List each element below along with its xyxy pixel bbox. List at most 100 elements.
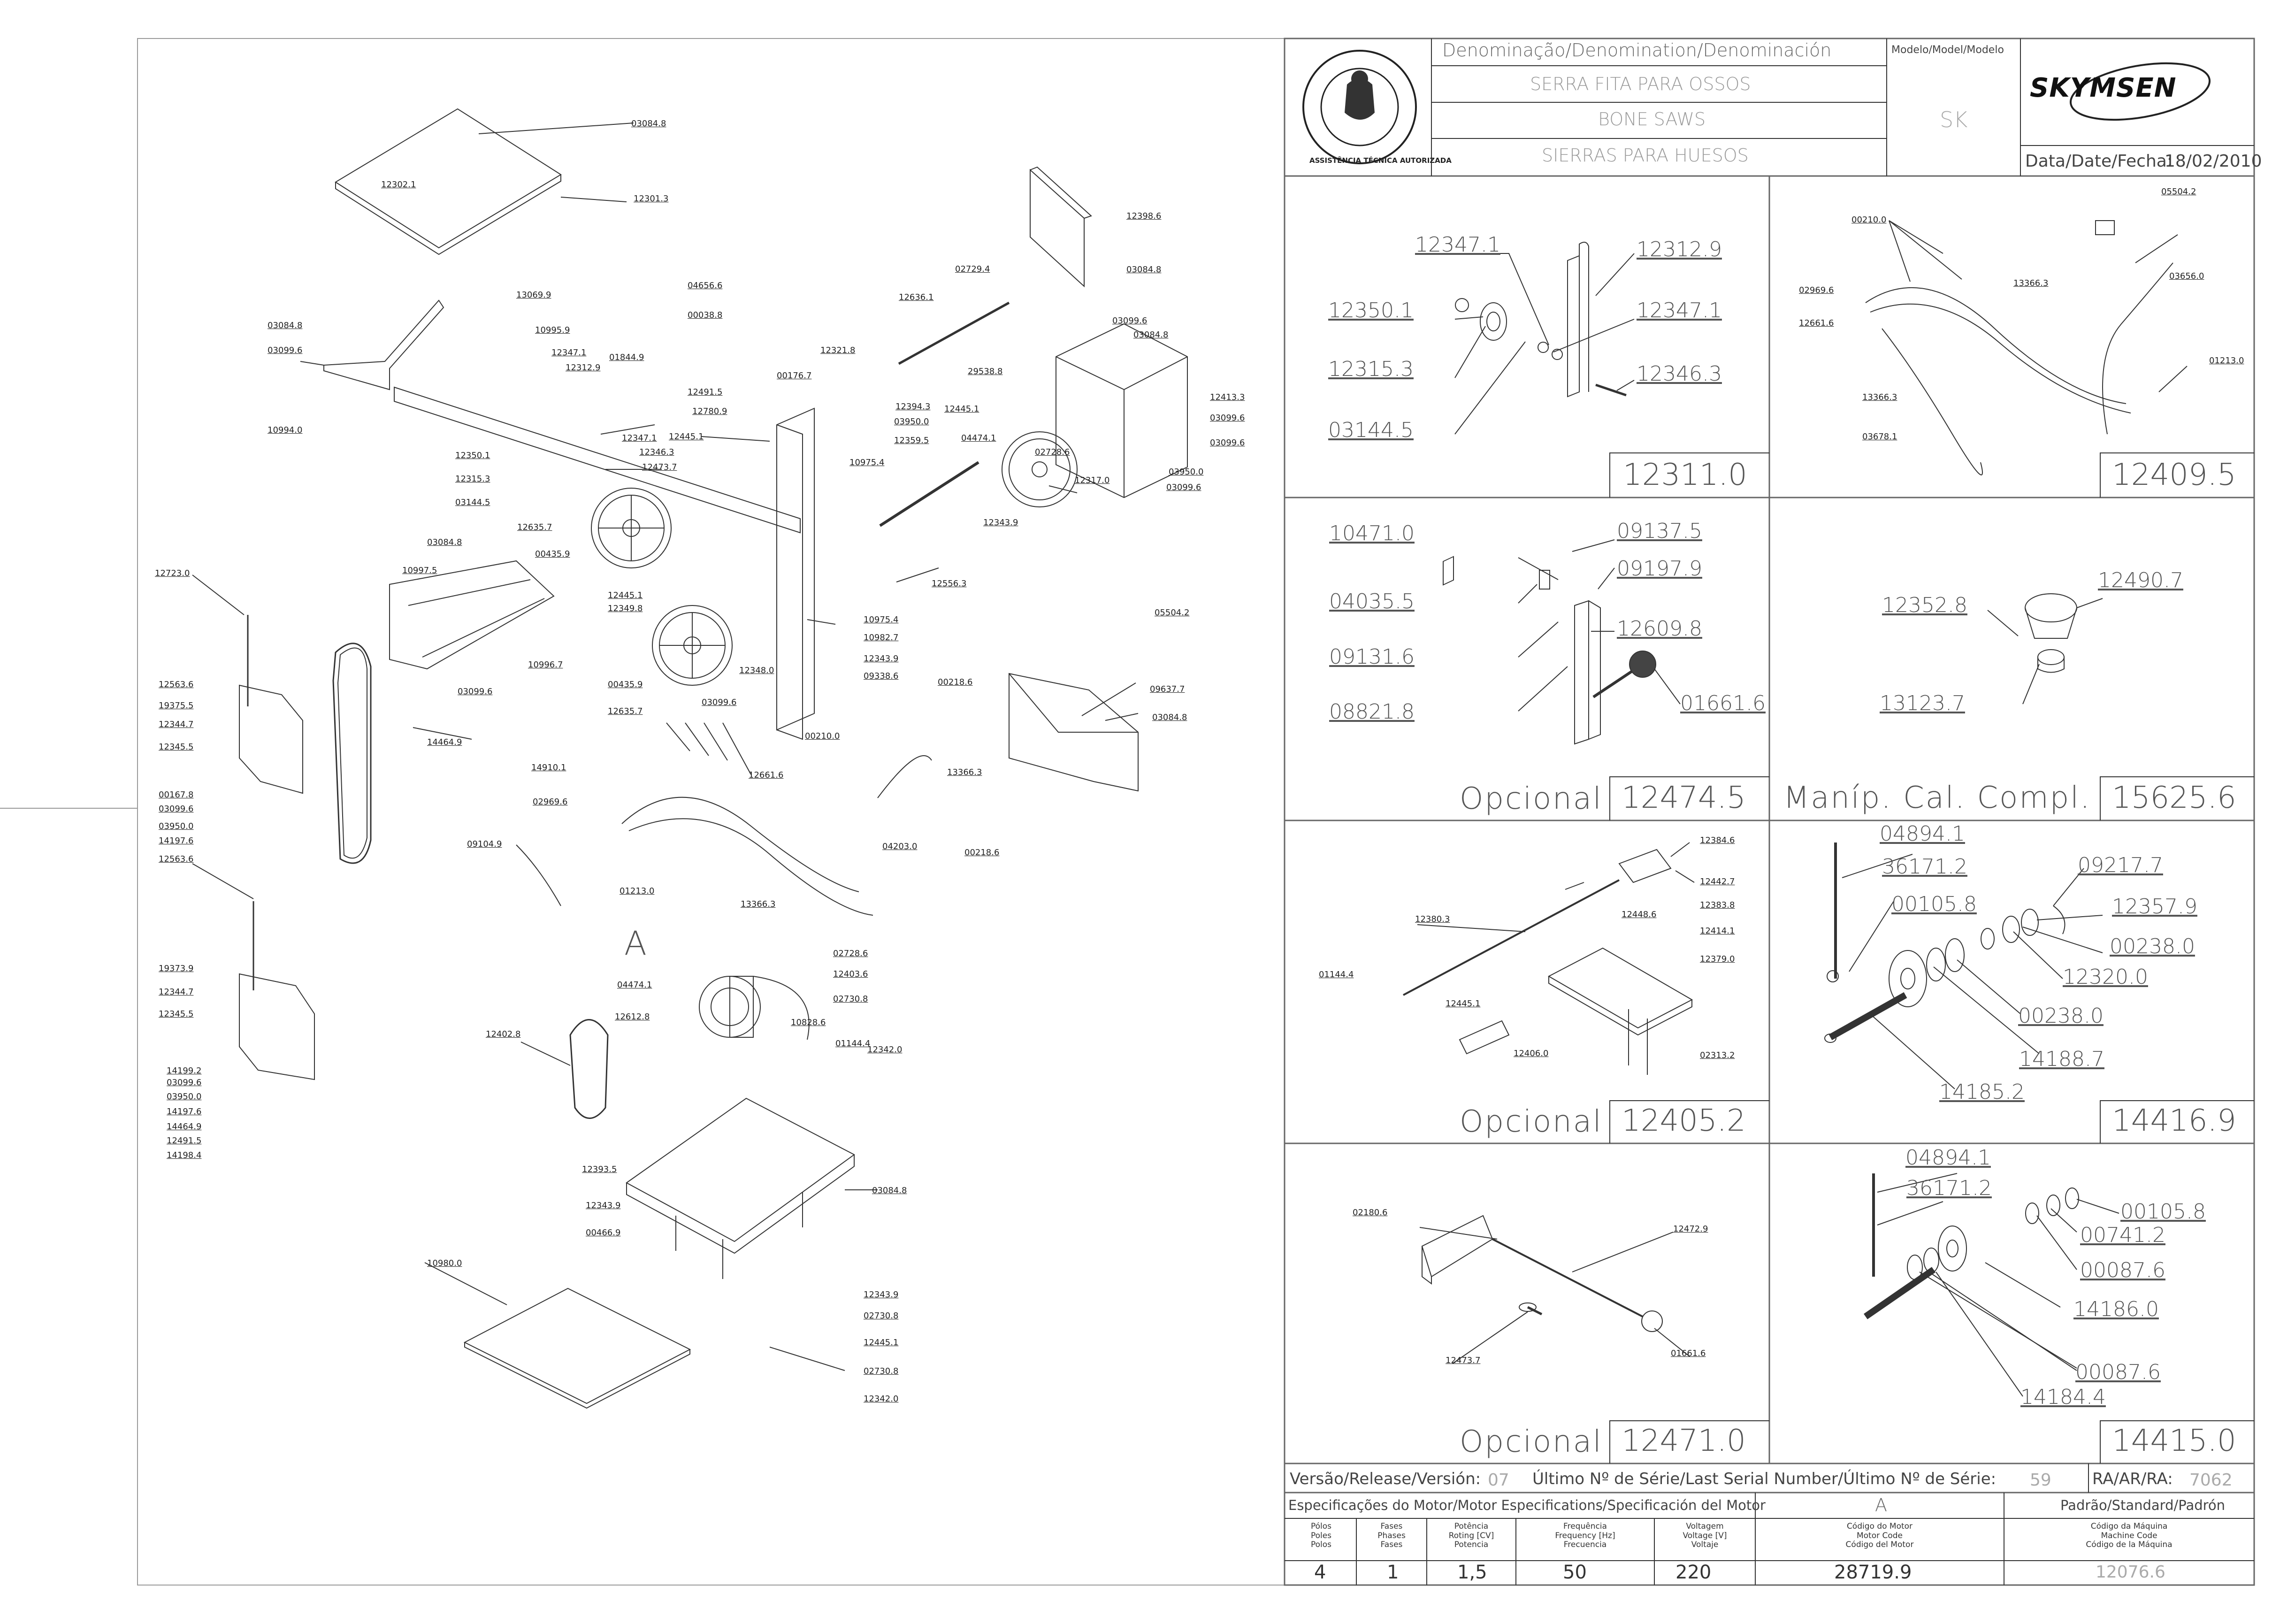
part-label: 12302.1 [381, 180, 416, 190]
part-label: 14197.6 [159, 836, 194, 846]
panel-part-label: 02313.2 [1700, 1050, 1735, 1060]
part-label: 03950.0 [894, 417, 929, 427]
part-label: 12612.8 [615, 1012, 650, 1022]
panel-part-label: 14186.0 [2073, 1297, 2159, 1321]
part-label: 12780.9 [692, 406, 727, 416]
part-label: 10996.7 [528, 660, 563, 670]
frequency-value: 50 [1563, 1562, 1587, 1583]
part-label: 12402.8 [486, 1029, 521, 1039]
panel-part-label: 03656.0 [2169, 271, 2204, 281]
panel-part-label: 09197.9 [1617, 557, 1702, 581]
part-label: 00218.6 [964, 848, 1000, 858]
motor-column-header-line: Voltage [V] [1683, 1531, 1727, 1540]
part-label: 03099.6 [702, 697, 737, 707]
part-label: 10997.5 [402, 566, 437, 575]
part-label: 13366.3 [741, 899, 776, 909]
part-label: 03084.8 [268, 321, 303, 330]
part-label: 12317.0 [1075, 475, 1110, 485]
part-label: 03099.6 [268, 345, 303, 355]
model-value: SK [1940, 107, 1968, 132]
panel-code-12405: 12405.2 [1622, 1103, 1746, 1138]
panel-part-label: 09131.6 [1329, 645, 1415, 669]
panel-code-14416: 14416.9 [2112, 1103, 2236, 1138]
panel-part-label: 09137.5 [1617, 519, 1702, 543]
part-label: 12344.7 [159, 720, 194, 729]
panel-part-label: 00105.8 [2120, 1200, 2206, 1224]
part-label: 12413.3 [1210, 392, 1245, 402]
panel-part-label: 03678.1 [1862, 432, 1897, 442]
part-label: 12321.8 [820, 345, 856, 355]
part-label: 03099.6 [458, 687, 493, 697]
detail-a-label: A [624, 924, 647, 963]
part-label: 03084.8 [1152, 712, 1187, 722]
name-es: SIERRAS PARA HUESOS [1542, 145, 1749, 166]
panel-part-label: 12352.8 [1882, 593, 1967, 617]
panel-part-label: 00210.0 [1851, 215, 1887, 225]
part-label: 14464.9 [167, 1122, 202, 1132]
panel-optional-12471: Opcional [1460, 1425, 1603, 1459]
part-label: 09338.6 [864, 671, 899, 681]
panel-part-label: 01213.0 [2209, 356, 2244, 366]
panel-part-label: 12445.1 [1446, 999, 1481, 1009]
panel-part-label: 08821.8 [1329, 700, 1415, 724]
part-label: 12723.0 [155, 568, 190, 578]
panel-part-label: 12380.3 [1415, 914, 1450, 924]
panel-code-12409: 12409.5 [2112, 458, 2236, 492]
part-label: 14198.4 [167, 1150, 202, 1160]
panel-part-label: 04894.1 [1905, 1146, 1991, 1170]
name-en: BONE SAWS [1598, 109, 1706, 130]
poles-value: 4 [1314, 1562, 1326, 1583]
part-label: 12491.5 [167, 1136, 202, 1146]
part-label: 12349.8 [608, 604, 643, 613]
panel-part-label: 12384.6 [1700, 835, 1735, 845]
part-label: 03950.0 [159, 821, 194, 831]
part-label: 12445.1 [608, 590, 643, 600]
part-label: 00176.7 [777, 371, 812, 381]
motor-column-header-line: Código del Motor [1845, 1540, 1914, 1550]
part-label: 01844.9 [609, 352, 644, 362]
motor-column-header-line: Potencia [1454, 1540, 1489, 1550]
denomination-title: Denominação/Denomination/Denominación [1442, 40, 1832, 61]
panel-part-label: 12346.3 [1637, 362, 1722, 386]
panel-part-label: 12448.6 [1622, 910, 1657, 919]
panel-part-label: 01661.6 [1680, 691, 1766, 715]
panel-part-label: 12442.7 [1700, 877, 1735, 887]
part-label: 12563.6 [159, 680, 194, 689]
part-label: 03950.0 [167, 1092, 202, 1102]
part-label: 13069.9 [516, 290, 551, 300]
panel-part-label: 00105.8 [1891, 892, 1977, 916]
part-label: 10995.9 [535, 325, 570, 335]
part-label: 12445.1 [864, 1338, 899, 1348]
panel-part-label: 04035.5 [1329, 590, 1415, 613]
part-label: 14464.9 [427, 737, 462, 747]
part-label: 04474.1 [961, 433, 996, 443]
part-label: 12343.9 [864, 1290, 899, 1300]
part-label: 12398.6 [1126, 211, 1162, 221]
part-label: 03950.0 [1169, 467, 1204, 477]
motor-variant: A [1875, 1495, 1887, 1516]
part-label: 10975.4 [864, 615, 899, 625]
standard-title: Padrão/Standard/Padrón [2060, 1497, 2226, 1513]
motor-spec-title: Especificações do Motor/Motor Especifica… [1288, 1497, 1766, 1513]
part-label: 12491.5 [688, 387, 723, 397]
part-label: 00167.8 [159, 790, 194, 800]
motor-column-header-line: Voltagem [1686, 1522, 1724, 1531]
part-label: 19375.5 [159, 701, 194, 711]
panel-part-label: 00087.6 [2075, 1360, 2161, 1384]
part-label: 14910.1 [531, 763, 566, 773]
panel-part-label: 00238.0 [2110, 935, 2195, 958]
part-label: 02728.6 [1035, 447, 1070, 457]
panel-part-label: 12414.1 [1700, 926, 1735, 936]
panel-part-label: 13123.7 [1880, 691, 1965, 715]
part-label: 12315.3 [455, 474, 490, 484]
part-label: 00218.6 [938, 677, 973, 687]
panel-part-label: 05504.2 [2161, 187, 2196, 197]
part-label: 10828.6 [791, 1018, 826, 1027]
panel-part-label: 12312.9 [1637, 237, 1722, 261]
part-label: 02728.6 [833, 949, 868, 958]
panel-part-label: 00238.0 [2018, 1004, 2104, 1028]
panel-code-14415: 14415.0 [2112, 1424, 2236, 1458]
part-label: 14199.2 [167, 1066, 202, 1076]
motor-column-header-line: Roting [CV] [1448, 1531, 1494, 1540]
